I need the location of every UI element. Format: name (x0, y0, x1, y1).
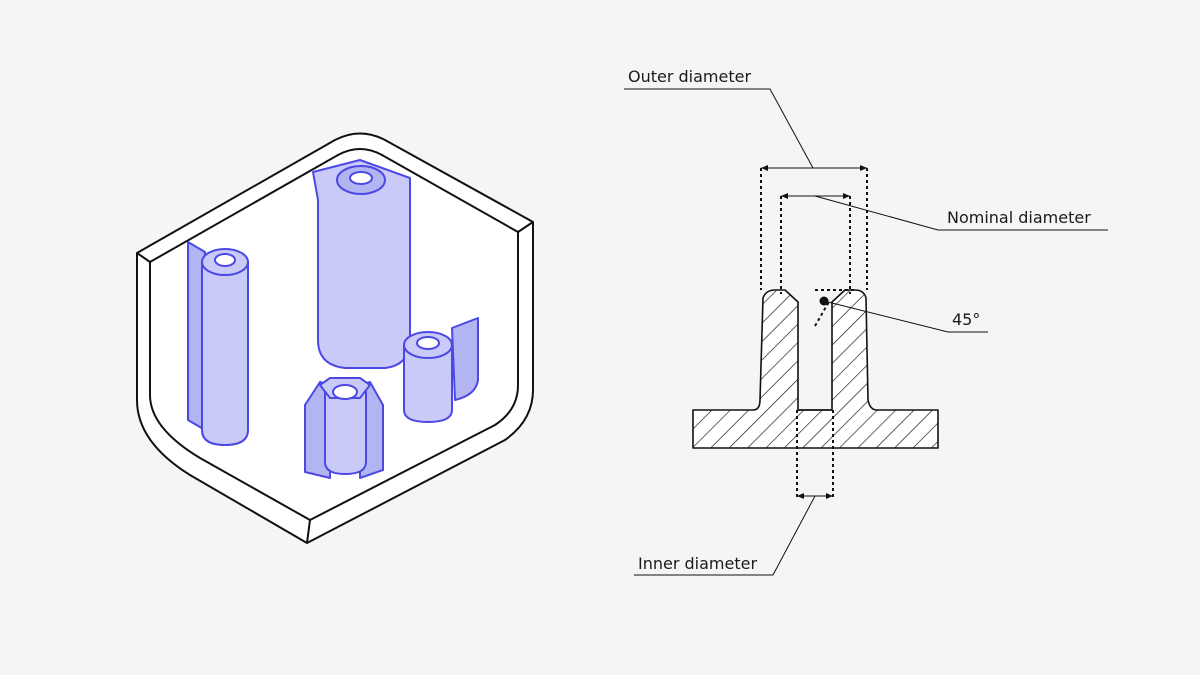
boss-hole (349, 171, 373, 185)
boss-cross-section (692, 289, 939, 449)
label-inner-diameter: Inner diameter (638, 554, 757, 573)
boss-tall-left (187, 241, 249, 446)
section-hatched-body (692, 289, 939, 449)
boss-hole (416, 336, 440, 350)
boss-body (201, 261, 249, 446)
boss-small-right (403, 317, 479, 423)
enclosure-edge-left (136, 252, 151, 263)
boss-ribbed (304, 377, 384, 479)
boss-rib (451, 317, 479, 401)
dimension-outer-diameter: Outer diameter (624, 67, 867, 171)
enclosure-edge-right (517, 221, 534, 233)
angle-annotation: 45° (819, 296, 988, 333)
projection-lines (760, 168, 868, 500)
dimension-inner-diameter: Inner diameter (634, 493, 833, 576)
boss-body (324, 391, 367, 475)
label-outer-diameter: Outer diameter (628, 67, 751, 86)
enclosure-edge-bottom (306, 519, 311, 544)
boss-body (403, 344, 453, 423)
label-nominal-diameter: Nominal diameter (947, 208, 1091, 227)
boss-hole (332, 384, 358, 400)
dimension-nominal-diameter: Nominal diameter (781, 193, 1108, 231)
boss-hole (214, 253, 236, 267)
label-angle: 45° (952, 310, 980, 329)
boss-center-wall (312, 159, 411, 369)
